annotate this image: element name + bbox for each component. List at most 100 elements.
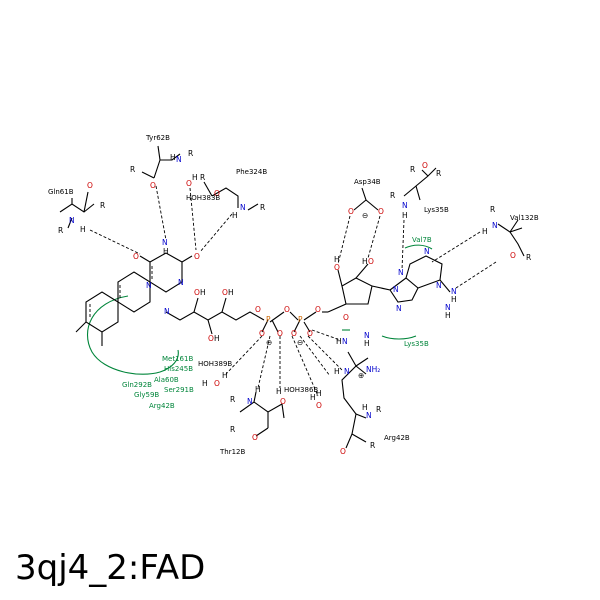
residue-label-lys35-top: Lys35B [424, 206, 449, 214]
atom-hydrogen: H [362, 257, 368, 266]
atom-nitrogen: N [393, 285, 399, 294]
atom-labels: O N H O N N N O H O H O H O P O P O O O … [58, 149, 531, 456]
atom-hydrogen: H [222, 371, 228, 380]
atom-hydrogen: H [228, 288, 234, 297]
charge-plus: ⊕ [358, 371, 364, 380]
atom-nitrogen: N [176, 155, 182, 164]
atom-oxygen: O [315, 305, 321, 314]
atom-hydrogen: H [276, 387, 282, 396]
atom-oxygen: O [334, 263, 340, 272]
atom-r-group: R [436, 169, 441, 178]
atom-nitrogen: N [492, 221, 498, 230]
atom-nitrogen: N [451, 287, 457, 296]
charge-minus: ⊖ [266, 338, 272, 347]
hydrophobic-arc-lys35 [381, 335, 417, 340]
atom-hydrogen: H [80, 225, 86, 234]
atom-hydrogen: H [316, 389, 322, 398]
atom-nitrogen: N [240, 203, 246, 212]
atom-nitrogen-nh2: NH₂ [366, 365, 380, 374]
atom-hydrogen: H [214, 334, 220, 343]
atom-hydrogen: H [255, 385, 261, 394]
atom-nitrogen: N [402, 201, 408, 210]
atom-oxygen: O [368, 257, 374, 266]
atom-nitrogen: N [366, 411, 372, 420]
atom-r-group: R [100, 201, 105, 210]
diagram-caption: 3qj4_2:FAD [15, 548, 206, 588]
atom-r-group: R [410, 165, 415, 174]
atom-hydrogen: H [202, 379, 208, 388]
atom-oxygen: O [348, 207, 354, 216]
atom-oxygen: O [284, 305, 290, 314]
atom-hydrogen: H [232, 211, 238, 220]
residue-label-tyr62: Tyr62B [145, 134, 170, 142]
atom-oxygen: O [277, 329, 283, 338]
atom-nitrogen: N [164, 307, 170, 316]
atom-oxygen: O [307, 329, 313, 338]
atom-oxygen: O [340, 447, 346, 456]
atom-hydrogen: H [362, 403, 368, 412]
charge-minus: ⊖ [362, 211, 368, 220]
atom-phosphorus: P [298, 315, 303, 324]
residue-label-val132: Val132B [510, 214, 539, 222]
atom-oxygen: O [87, 181, 93, 190]
atom-oxygen: O [252, 433, 258, 442]
atom-oxygen: O [422, 161, 428, 170]
atom-oxygen: O [186, 179, 192, 188]
atom-hydrogen: H [445, 311, 451, 320]
atom-hydrogen: H [402, 211, 408, 220]
atom-oxygen: O [510, 251, 516, 260]
charge-minus: ⊖ [297, 338, 303, 347]
atom-oxygen: O [316, 401, 322, 410]
atom-nitrogen: N [436, 281, 442, 290]
covalent-bonds [59, 145, 525, 449]
atom-nitrogen: N [69, 216, 75, 225]
residue-label-ser291: Ser291B [164, 386, 194, 394]
atom-hydrogen: H [163, 247, 169, 256]
atom-nitrogen: N [445, 303, 451, 312]
atom-hydrogen: H [482, 227, 488, 236]
atom-nitrogen: N [162, 238, 168, 247]
atom-oxygen: O [214, 189, 220, 198]
atom-hydrogen: H [334, 367, 340, 376]
residue-label-ala60: Ala60B [154, 376, 179, 384]
atom-r-group: R [260, 203, 265, 212]
hydrophobic-contacts [87, 244, 433, 375]
atom-r-group: R [188, 149, 193, 158]
atom-nitrogen: N [178, 278, 184, 287]
atom-r-group: R [200, 173, 205, 182]
atom-phosphorus: P [266, 315, 271, 324]
atom-nitrogen: N [424, 247, 430, 256]
atom-nitrogen: N [247, 397, 253, 406]
atom-oxygen: O [150, 181, 156, 190]
residue-label-val7: Val7B [412, 236, 432, 244]
atom-r-group: R [58, 226, 63, 235]
residue-label-his245: His245B [164, 365, 193, 373]
atom-hydrogen: H [192, 173, 198, 182]
atom-r-group: R [130, 165, 135, 174]
residue-label-met161: Met161B [162, 355, 193, 363]
hydrophobic-arc-left [87, 295, 179, 375]
residue-label-thr12: Thr12B [219, 448, 245, 456]
atom-hydrogen: H [364, 339, 370, 348]
residue-label-asp34: Asp34B [354, 178, 381, 186]
atom-oxygen: O [222, 288, 228, 297]
atom-r-group: R [370, 441, 375, 450]
residue-label-phe324: Phe324B [236, 168, 267, 176]
residue-label-arg42: Arg42B [384, 434, 410, 442]
atom-oxygen: O [133, 252, 139, 261]
atom-oxygen: O [194, 252, 200, 261]
atom-r-group: R [526, 253, 531, 262]
hydrophobic-labels: Val7B Lys35B Met161B His245B Ala60B Gln2… [122, 236, 432, 410]
atom-r-group: R [230, 395, 235, 404]
atom-oxygen: O [214, 379, 220, 388]
atom-nitrogen: N [344, 367, 350, 376]
residue-label-hoh383: HOH383B [186, 194, 220, 202]
residue-label-gln61: Gln61B [48, 188, 74, 196]
atom-oxygen: O [280, 397, 286, 406]
hydrogen-bonds [89, 185, 497, 397]
atom-r-group: R [490, 205, 495, 214]
atom-r-group: R [230, 425, 235, 434]
atom-r-group: R [390, 191, 395, 200]
atom-oxygen: O [343, 313, 349, 322]
